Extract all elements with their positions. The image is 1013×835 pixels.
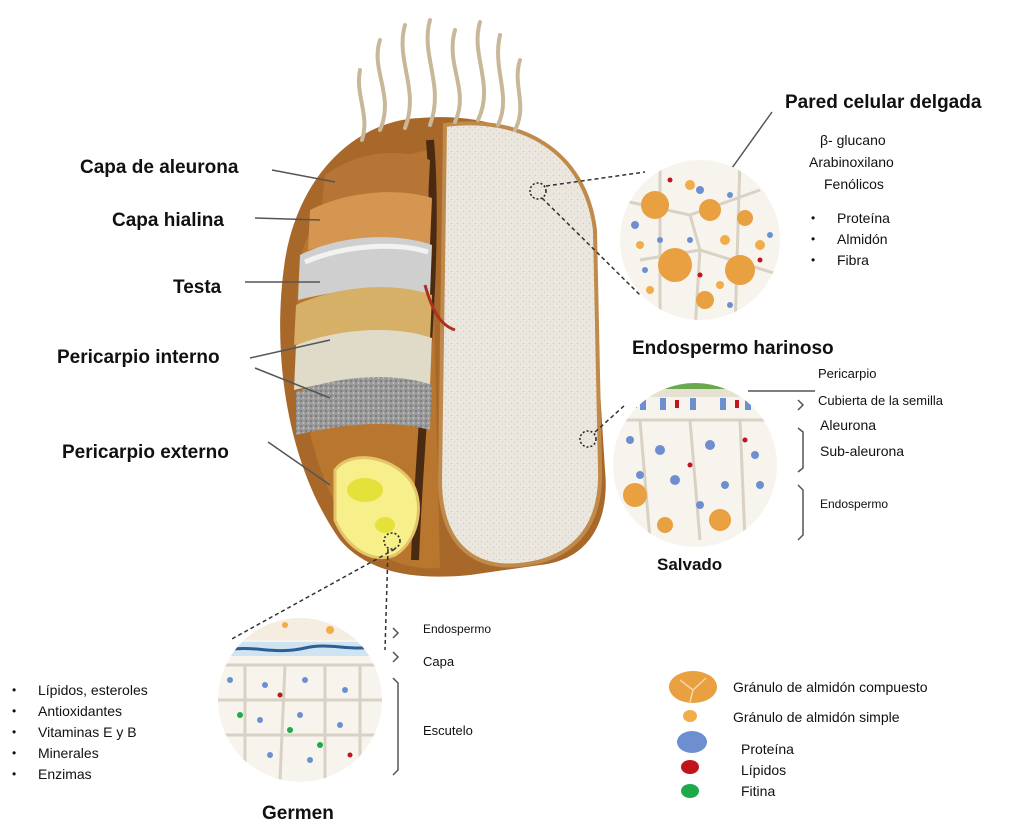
list-item: Almidón — [811, 229, 890, 250]
bran-layer-sub-aleurone: Sub-aleurona — [820, 444, 904, 458]
list-item: Vitaminas E y B — [12, 722, 148, 743]
compound-starch-granule-icon — [669, 671, 717, 703]
label-testa: Testa — [173, 278, 221, 297]
thin-cell-wall-heading: Pared celular delgada — [785, 93, 981, 112]
germ-caption: Germen — [262, 804, 334, 823]
list-item: Enzimas — [12, 764, 148, 785]
floury-endosperm-caption: Endospermo harinoso — [632, 339, 834, 358]
legend-label-protein: Proteína — [741, 742, 794, 756]
list-item: Minerales — [12, 743, 148, 764]
endosperm-contents-list: Proteína Almidón Fibra — [811, 208, 890, 271]
bran-layer-pericarp: Pericarpio — [818, 367, 877, 380]
bran-layer-aleurone: Aleurona — [820, 418, 876, 432]
label-outer-pericarp: Pericarpio externo — [62, 443, 229, 462]
wall-component-arabinoxylan: Arabinoxilano — [809, 155, 894, 169]
simple-starch-granule-icon — [683, 710, 697, 722]
list-item: Antioxidantes — [12, 701, 148, 722]
wall-component-phenolics: Fenólicos — [824, 177, 884, 191]
list-item: Lípidos, esteroles — [12, 680, 148, 701]
bran-zoom-circle — [610, 383, 780, 547]
lipid-icon — [681, 760, 699, 774]
germ-layer-endosperm: Endospermo — [423, 623, 491, 635]
germ-layer-scutellum: Escutelo — [423, 724, 473, 737]
bran-layer-endosperm: Endospermo — [820, 498, 888, 510]
germ-contents-list: Lípidos, esteroles Antioxidantes Vitamin… — [12, 680, 148, 785]
endosperm-cut-face — [440, 123, 600, 565]
legend-label-phytin: Fitina — [741, 784, 775, 798]
legend-label-simple-starch: Gránulo de almidón simple — [733, 710, 900, 724]
legend-icons — [669, 671, 717, 798]
label-inner-pericarp: Pericarpio interno — [57, 348, 220, 367]
wall-component-beta-glucan: β- glucano — [820, 133, 886, 147]
label-hyaline-layer: Capa hialina — [112, 211, 224, 230]
bran-brackets — [798, 400, 803, 540]
bran-caption: Salvado — [657, 556, 722, 573]
germ-zoom-circle — [215, 618, 385, 782]
protein-icon — [677, 731, 707, 753]
phytin-icon — [681, 784, 699, 798]
germ-layer-capa: Capa — [423, 655, 454, 668]
label-aleurone-layer: Capa de aleurona — [80, 158, 238, 177]
legend-label-lipids: Lípidos — [741, 763, 786, 777]
endosperm-zoom-circle — [620, 160, 780, 330]
list-item: Fibra — [811, 250, 890, 271]
legend-label-compound-starch: Gránulo de almidón compuesto — [733, 680, 928, 694]
germ-brackets — [393, 628, 398, 775]
bran-layer-seed-coat: Cubierta de la semilla — [818, 394, 943, 407]
list-item: Proteína — [811, 208, 890, 229]
